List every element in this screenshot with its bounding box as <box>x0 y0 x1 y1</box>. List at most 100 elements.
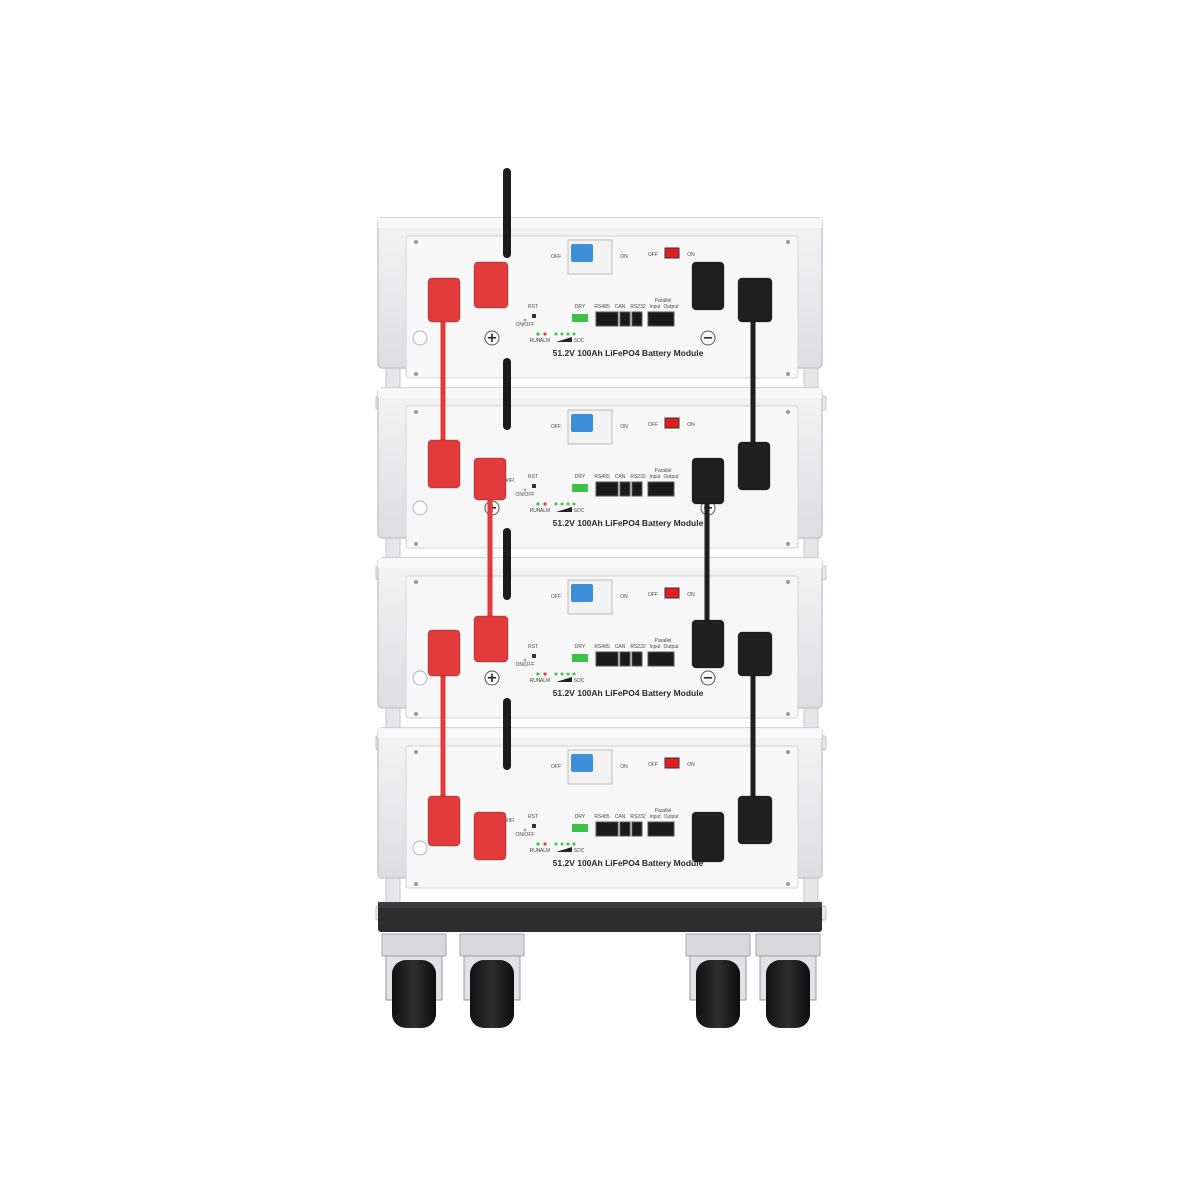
interconnect-cables <box>427 261 773 863</box>
soc-led <box>572 842 576 846</box>
output-label: Output <box>663 304 679 310</box>
alarm-led <box>543 332 547 336</box>
comm-port[interactable] <box>619 481 631 497</box>
comm-port[interactable] <box>631 311 643 327</box>
onoff-indicator <box>523 658 527 662</box>
soc-led <box>566 842 570 846</box>
power-switch[interactable] <box>664 247 680 259</box>
negative-plug <box>691 811 725 863</box>
wifi-antenna <box>503 358 511 430</box>
rs485-label: RS485 <box>594 644 610 650</box>
can-label: CAN <box>615 644 626 650</box>
screw <box>414 372 418 376</box>
comm-port[interactable] <box>647 311 675 327</box>
comm-port[interactable] <box>647 821 675 837</box>
casing-top-edge <box>378 558 822 568</box>
output-label: Output <box>663 474 679 480</box>
module-title-label: 51.2V 100Ah LiFePO4 Battery Module <box>553 518 704 528</box>
soc-led <box>572 332 576 336</box>
positive-plug <box>473 457 507 501</box>
screw <box>786 712 790 716</box>
alm-label: ALM <box>540 338 550 344</box>
can-label: CAN <box>615 474 626 480</box>
screw <box>414 750 418 754</box>
run-label: RUN <box>530 848 541 854</box>
comm-port[interactable] <box>619 821 631 837</box>
rs232-label: RS232 <box>630 644 646 650</box>
comm-port[interactable] <box>631 821 643 837</box>
rst-label: RST <box>528 644 538 650</box>
reset-button[interactable] <box>532 484 536 488</box>
parallel-label: Parallel <box>655 638 672 644</box>
screw <box>414 882 418 886</box>
switch-on-label: ON <box>687 592 695 598</box>
soc-led <box>572 672 576 676</box>
caster-wheel-left-outer <box>392 960 436 1028</box>
comm-port[interactable] <box>647 651 675 667</box>
soc-wedge-icon <box>556 337 572 342</box>
screw <box>414 410 418 414</box>
run-label: RUN <box>530 508 541 514</box>
comm-port[interactable] <box>631 481 643 497</box>
comm-port[interactable] <box>595 651 619 667</box>
positive-terminal-symbol: + <box>487 331 498 346</box>
breaker-on-label: ON <box>620 254 628 260</box>
breaker-toggle[interactable] <box>571 754 593 772</box>
comm-port[interactable] <box>619 651 631 667</box>
positive-terminal-symbol: + <box>487 671 498 686</box>
comm-port[interactable] <box>619 311 631 327</box>
rst-label: RST <box>528 304 538 310</box>
rst-label: RST <box>528 814 538 820</box>
reset-button[interactable] <box>532 314 536 318</box>
breaker-toggle[interactable] <box>571 584 593 602</box>
breaker-toggle[interactable] <box>571 244 593 262</box>
breaker-off-label: OFF <box>551 424 561 430</box>
power-switch[interactable] <box>664 587 680 599</box>
caster-wheels <box>381 933 821 1028</box>
negative-plug <box>691 261 725 311</box>
caster-wheel-right-inner <box>696 960 740 1028</box>
alm-label: ALM <box>540 678 550 684</box>
input-label: Input <box>649 304 661 310</box>
base-plate <box>378 902 822 932</box>
dry-contact-terminal <box>572 484 588 492</box>
run-led <box>536 502 540 506</box>
comm-port[interactable] <box>631 651 643 667</box>
breaker-off-label: OFF <box>551 764 561 770</box>
breaker-on-label: ON <box>620 594 628 600</box>
output-label: Output <box>663 814 679 820</box>
run-label: RUN <box>530 338 541 344</box>
negative-plug <box>737 631 773 677</box>
soc-led <box>554 332 558 336</box>
module-title-label: 51.2V 100Ah LiFePO4 Battery Module <box>553 688 704 698</box>
power-switch[interactable] <box>664 417 680 429</box>
soc-led <box>560 332 564 336</box>
power-switch[interactable] <box>664 757 680 769</box>
screw <box>414 712 418 716</box>
caster-bracket <box>685 933 751 957</box>
reset-button[interactable] <box>532 654 536 658</box>
alm-label: ALM <box>540 508 550 514</box>
switch-on-label: ON <box>687 422 695 428</box>
switch-off-label: OFF <box>648 422 658 428</box>
reset-button[interactable] <box>532 824 536 828</box>
caster-bracket <box>459 933 525 957</box>
rs485-label: RS485 <box>594 474 610 480</box>
switch-off-label: OFF <box>648 592 658 598</box>
positive-plug <box>473 615 509 663</box>
comm-port[interactable] <box>595 821 619 837</box>
comm-port[interactable] <box>647 481 675 497</box>
comm-port[interactable] <box>595 481 619 497</box>
breaker-toggle[interactable] <box>571 414 593 432</box>
negative-terminal-symbol: − <box>703 671 714 686</box>
rolling-base <box>378 902 822 932</box>
soc-wedge-icon <box>556 847 572 852</box>
parallel-label: Parallel <box>655 468 672 474</box>
negative-plug <box>737 441 771 491</box>
negative-plug <box>737 795 773 845</box>
module-title-label: 51.2V 100Ah LiFePO4 Battery Module <box>553 858 704 868</box>
screw <box>786 410 790 414</box>
switch-on-label: ON <box>687 252 695 258</box>
screw <box>414 240 418 244</box>
comm-port[interactable] <box>595 311 619 327</box>
